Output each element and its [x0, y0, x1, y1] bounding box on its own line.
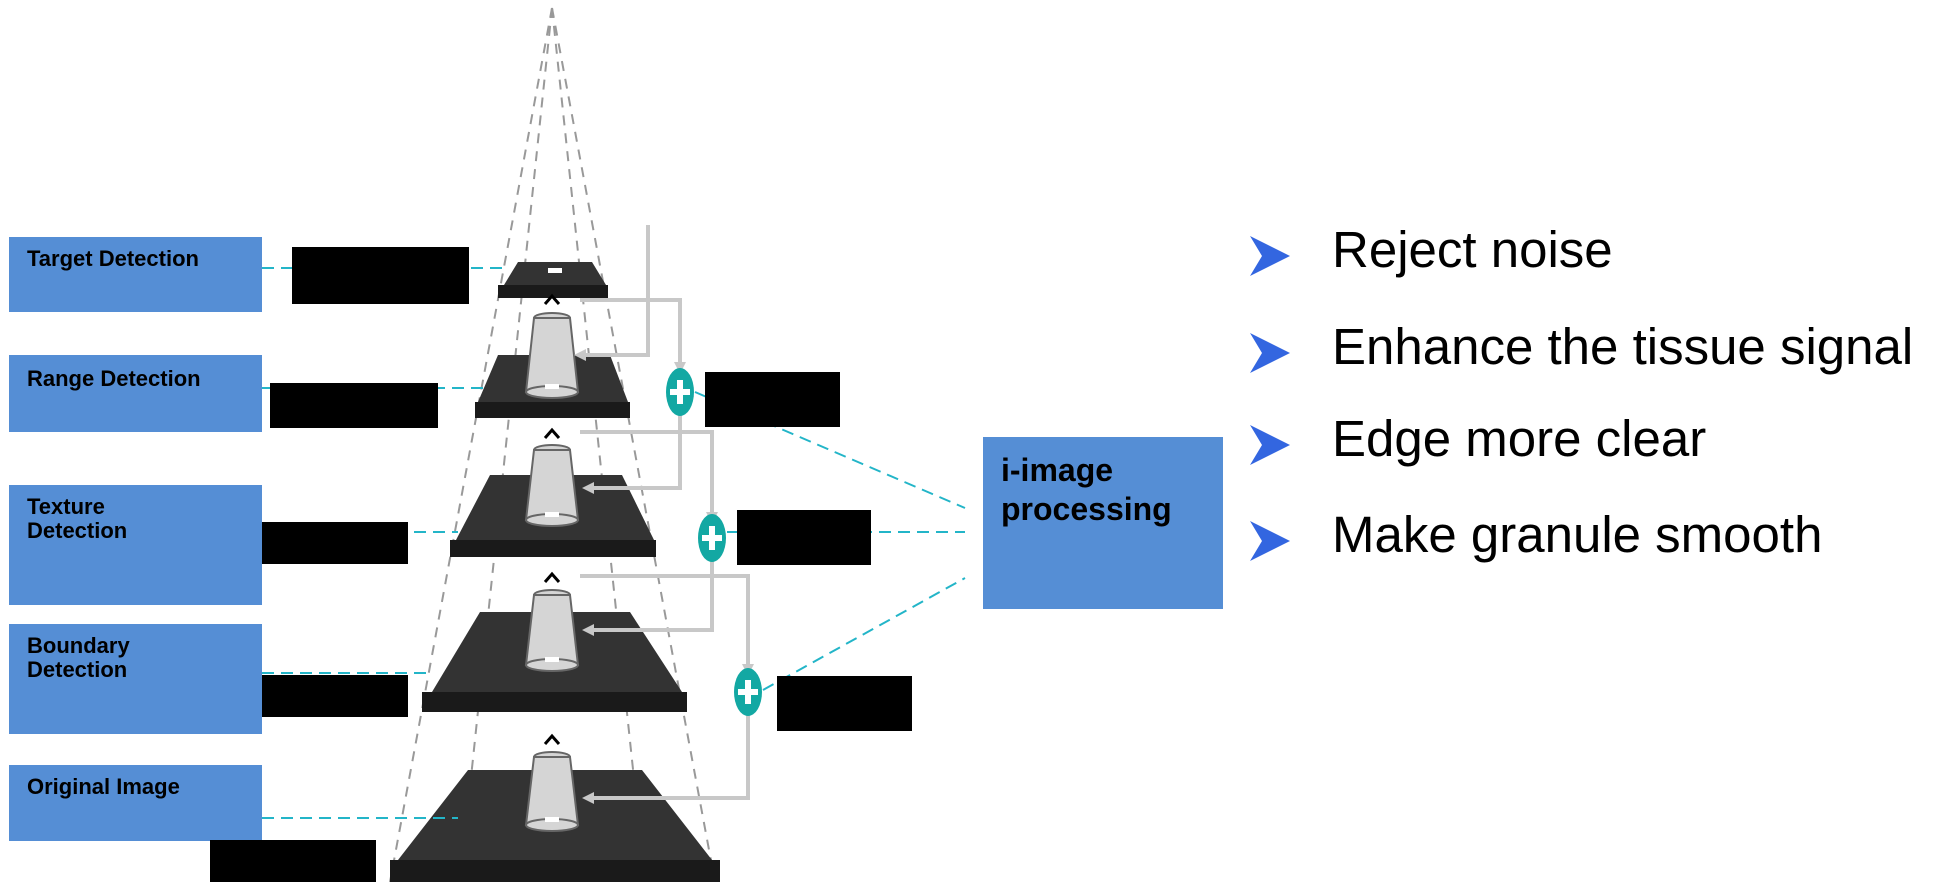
plus-node-3	[734, 668, 762, 716]
i-image-processing-box: i-image processing	[983, 437, 1223, 609]
filter-cone-1	[524, 293, 580, 399]
filter-cone-2	[524, 427, 580, 527]
label-target-detection: Target Detection	[9, 237, 262, 312]
bullet-arrow-icon	[1250, 521, 1290, 561]
redaction-box	[737, 510, 871, 565]
label-boundary-detection: Boundary Detection	[9, 624, 262, 734]
redaction-box	[210, 840, 376, 882]
label-original-image: Original Image	[9, 765, 262, 841]
plus-node-1	[666, 368, 694, 416]
bullet-text: Make granule smooth	[1332, 506, 1823, 563]
filter-cones	[524, 293, 580, 832]
bullet-text: Enhance the tissue signal	[1332, 318, 1914, 375]
bullet-text: Reject noise	[1332, 221, 1613, 278]
redaction-box	[270, 383, 438, 428]
bullet-arrow-icon	[1250, 333, 1290, 373]
bullet-text: Edge more clear	[1332, 410, 1707, 467]
bullet-arrow-icon	[1250, 425, 1290, 465]
filter-cone-4	[524, 733, 580, 832]
filter-cone-3	[524, 571, 580, 672]
label-range-detection: Range Detection	[9, 355, 262, 432]
redaction-box	[262, 522, 408, 564]
redaction-box	[292, 247, 469, 304]
bullet-item: Make granule smooth	[1250, 505, 1822, 564]
layer-target	[498, 262, 608, 298]
redaction-box	[262, 675, 408, 717]
label-texture-detection: Texture Detection	[9, 485, 262, 605]
redaction-box	[705, 372, 840, 427]
bullet-arrow-icon	[1250, 236, 1290, 276]
bullet-item: Enhance the tissue signal	[1250, 317, 1913, 376]
flow-arrows	[580, 225, 750, 800]
bullet-item: Edge more clear	[1250, 409, 1706, 468]
redaction-box	[777, 676, 912, 731]
bullet-arrow-icons	[1250, 236, 1290, 561]
bullet-item: Reject noise	[1250, 220, 1613, 279]
pyramid-outline	[389, 7, 716, 882]
plus-node-2	[698, 514, 726, 562]
